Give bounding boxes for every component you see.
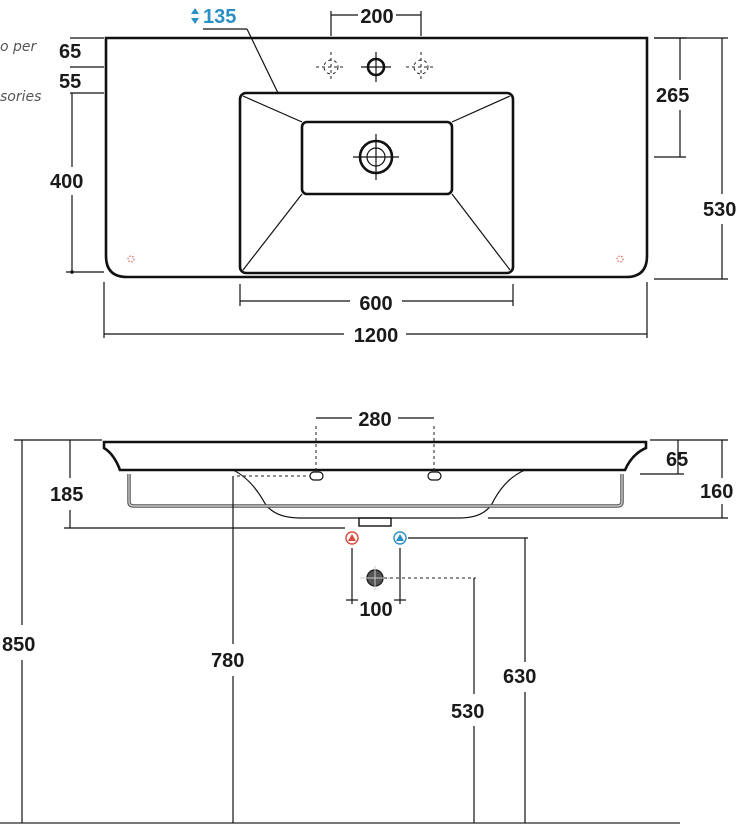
tap-hole-left-icon: [316, 52, 346, 82]
dim-265: 265: [654, 37, 689, 158]
dim-135-label: 135: [203, 6, 236, 28]
dim-1200: 1200: [103, 282, 648, 347]
towel-rail: [127, 474, 624, 508]
dim-100: 100: [346, 548, 406, 621]
dim-630: 630: [503, 538, 536, 823]
washbasin-profile-front: [102, 440, 648, 472]
dim-780-label: 780: [211, 650, 244, 672]
dim-400-label: 400: [50, 171, 83, 193]
dim-185: 185: [50, 440, 345, 529]
dim-left-chain: 65 55 400: [46, 37, 104, 274]
basin-underside-profile: [232, 469, 526, 519]
dim-530-side: 530: [451, 578, 484, 823]
dim-280-label: 280: [358, 409, 391, 431]
dim-630-label: 630: [503, 666, 536, 688]
tap-hole-right-icon: [406, 52, 436, 82]
dim-530-side-label: 530: [451, 701, 484, 723]
cold-supply-icon: [393, 531, 407, 545]
dim-530-top: 530: [654, 37, 736, 280]
dim-160-label: 160: [700, 481, 733, 503]
fixing-hole-right-icon: [616, 255, 624, 263]
note-line-2: sories: [0, 89, 41, 105]
dim-160: 160: [488, 440, 733, 519]
basin-bowl-inner: [300, 120, 454, 196]
dim-55-label: 55: [59, 71, 81, 93]
tap-hole-center-icon: [361, 52, 391, 82]
dim-600: 600: [239, 284, 514, 315]
dim-600-label: 600: [359, 293, 392, 315]
hot-supply-icon: [345, 531, 359, 545]
drain-icon: [353, 134, 399, 180]
waste-pipe-icon: [360, 566, 476, 590]
basin-slope-lines: [242, 95, 511, 271]
dim-280: 280: [316, 409, 434, 431]
waste-outlet: [358, 517, 392, 527]
dim-100-label: 100: [359, 599, 392, 621]
dim-200-label: 200: [360, 6, 393, 28]
bracket-slots: [237, 426, 442, 481]
top-view: o per sories: [0, 6, 736, 347]
dim-65-side: 65: [640, 439, 728, 475]
dim-200: 200: [330, 6, 422, 36]
dim-530-top-label: 530: [703, 199, 736, 221]
dim-65-side-label: 65: [666, 449, 688, 471]
side-view: 280 850 185 65 160: [0, 409, 733, 824]
fixing-hole-left-icon: [127, 255, 135, 263]
dim-185-label: 185: [50, 484, 83, 506]
dim-135: 135: [191, 6, 279, 94]
basin-bowl-outer: [238, 91, 515, 275]
dim-780: 780: [211, 476, 244, 823]
note-line-1: o per: [0, 39, 38, 55]
dim-265-label: 265: [656, 85, 689, 107]
dim-65-top-label: 65: [59, 41, 81, 63]
dim-850-label: 850: [2, 634, 35, 656]
dim-850: 850: [2, 439, 102, 823]
washbasin-outline-top: [104, 36, 649, 279]
dim-1200-label: 1200: [354, 325, 399, 347]
